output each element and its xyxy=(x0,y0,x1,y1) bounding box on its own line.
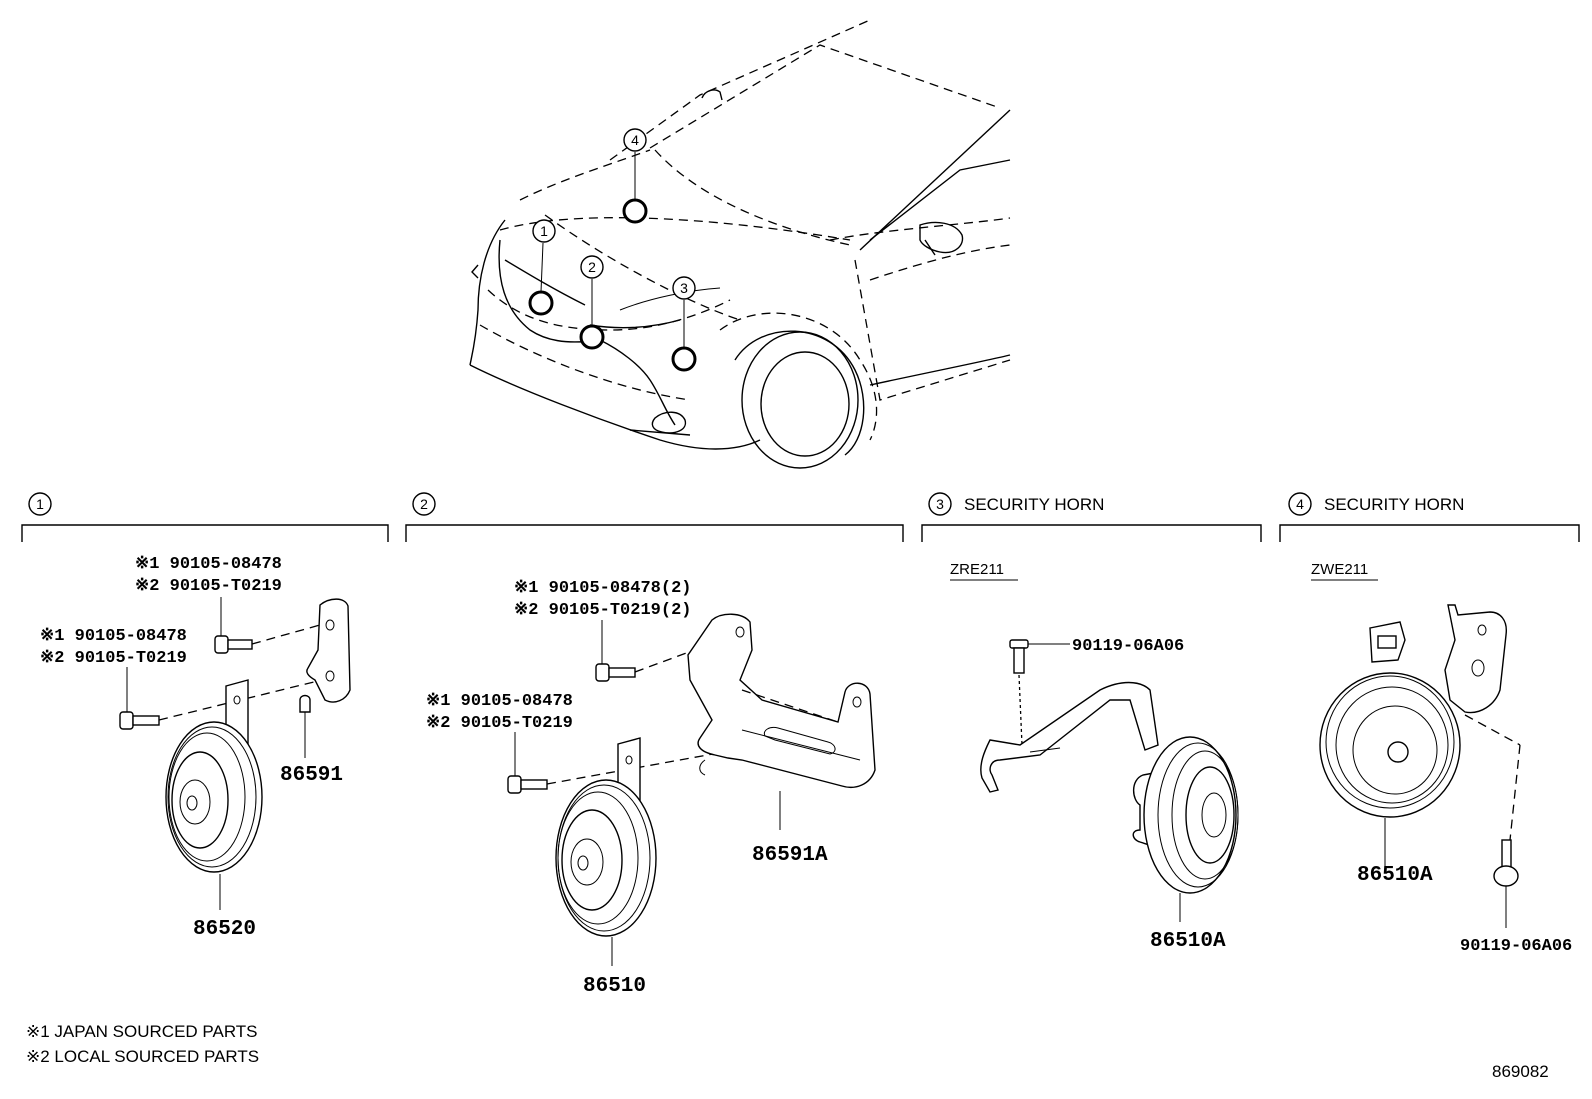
horn-bracket xyxy=(980,681,1159,793)
bolt-label-japan: ※1 90105-08478 xyxy=(40,627,187,646)
section-2-header: 2 xyxy=(405,492,904,542)
part-number-label: 90119-06A06 xyxy=(1072,637,1184,656)
bolt-label-local: ※2 90105-T0219 xyxy=(426,714,573,733)
svg-text:3: 3 xyxy=(680,280,688,296)
part-number-label: 86591 xyxy=(280,764,343,787)
footnotes: ※1 JAPAN SOURCED PARTS ※2 LOCAL SOURCED … xyxy=(26,1022,259,1066)
flange-bolt-icon xyxy=(1493,839,1519,887)
horn-bracket xyxy=(1444,604,1507,714)
flange-bolt-icon xyxy=(1009,639,1029,674)
section-1-header: 1 xyxy=(21,492,389,542)
overview-callout-4: 4 xyxy=(622,128,648,224)
svg-text:SECURITY HORN: SECURITY HORN xyxy=(964,495,1104,514)
section-3-parts: ZRE211 90119-06A06 86510A xyxy=(950,561,1239,953)
bracket-86591 xyxy=(306,598,351,703)
bracket-86591A xyxy=(687,613,876,788)
footnote-japan: ※1 JAPAN SOURCED PARTS xyxy=(26,1022,258,1041)
svg-text:1: 1 xyxy=(36,496,44,512)
bolt-label-japan: ※1 90105-08478(2) xyxy=(514,579,691,598)
horn-86510A xyxy=(1319,621,1461,818)
svg-text:4: 4 xyxy=(631,132,639,148)
horn-86510 xyxy=(555,779,657,937)
svg-text:3: 3 xyxy=(936,496,944,512)
svg-text:4: 4 xyxy=(1296,496,1304,512)
section-4-parts: ZWE211 86510A 90119-06A06 xyxy=(1311,561,1572,956)
bolt-icon xyxy=(119,711,160,730)
bolt-icon xyxy=(507,775,548,794)
model-code-label: ZRE211 xyxy=(950,561,1004,578)
bolt-label-local: ※2 90105-T0219 xyxy=(40,649,187,668)
bolt-label-japan: ※1 90105-08478 xyxy=(135,555,282,574)
horn-86510A xyxy=(1132,736,1239,894)
overview-callout-1: 1 xyxy=(528,219,556,316)
section-1-parts: ※1 90105-08478 ※2 90105-T0219 ※1 90105-0… xyxy=(40,555,351,941)
svg-text:1: 1 xyxy=(540,223,548,239)
svg-text:2: 2 xyxy=(420,496,428,512)
bolt-icon xyxy=(214,635,253,654)
part-number-label: 90119-06A06 xyxy=(1460,937,1572,956)
part-number-label: 86591A xyxy=(752,844,828,867)
car-overview-illustration xyxy=(469,19,1011,469)
section-4-header: 4 SECURITY HORN xyxy=(1279,492,1580,542)
svg-text:SECURITY HORN: SECURITY HORN xyxy=(1324,495,1464,514)
bolt-icon xyxy=(595,663,636,682)
part-number-label: 86510 xyxy=(583,975,646,998)
model-code-label: ZWE211 xyxy=(1311,561,1368,578)
section-2-parts: ※1 90105-08478(2) ※2 90105-T0219(2) ※1 9… xyxy=(426,579,876,998)
overview-callout-2: 2 xyxy=(579,255,605,350)
bolt-label-local: ※2 90105-T0219(2) xyxy=(514,601,691,620)
part-number-label: 86510A xyxy=(1150,930,1226,953)
section-3-header: 3 SECURITY HORN xyxy=(921,492,1262,542)
footnote-local: ※2 LOCAL SOURCED PARTS xyxy=(26,1047,259,1066)
horn-86520 xyxy=(165,721,263,873)
part-number-label: 86520 xyxy=(193,918,256,941)
part-number-label: 86510A xyxy=(1357,864,1433,887)
overview-callout-3: 3 xyxy=(671,276,697,372)
bolt-label-local: ※2 90105-T0219 xyxy=(135,577,282,596)
svg-text:2: 2 xyxy=(588,259,596,275)
diagram-id: 869082 xyxy=(1492,1062,1549,1081)
bolt-label-japan: ※1 90105-08478 xyxy=(426,692,573,711)
